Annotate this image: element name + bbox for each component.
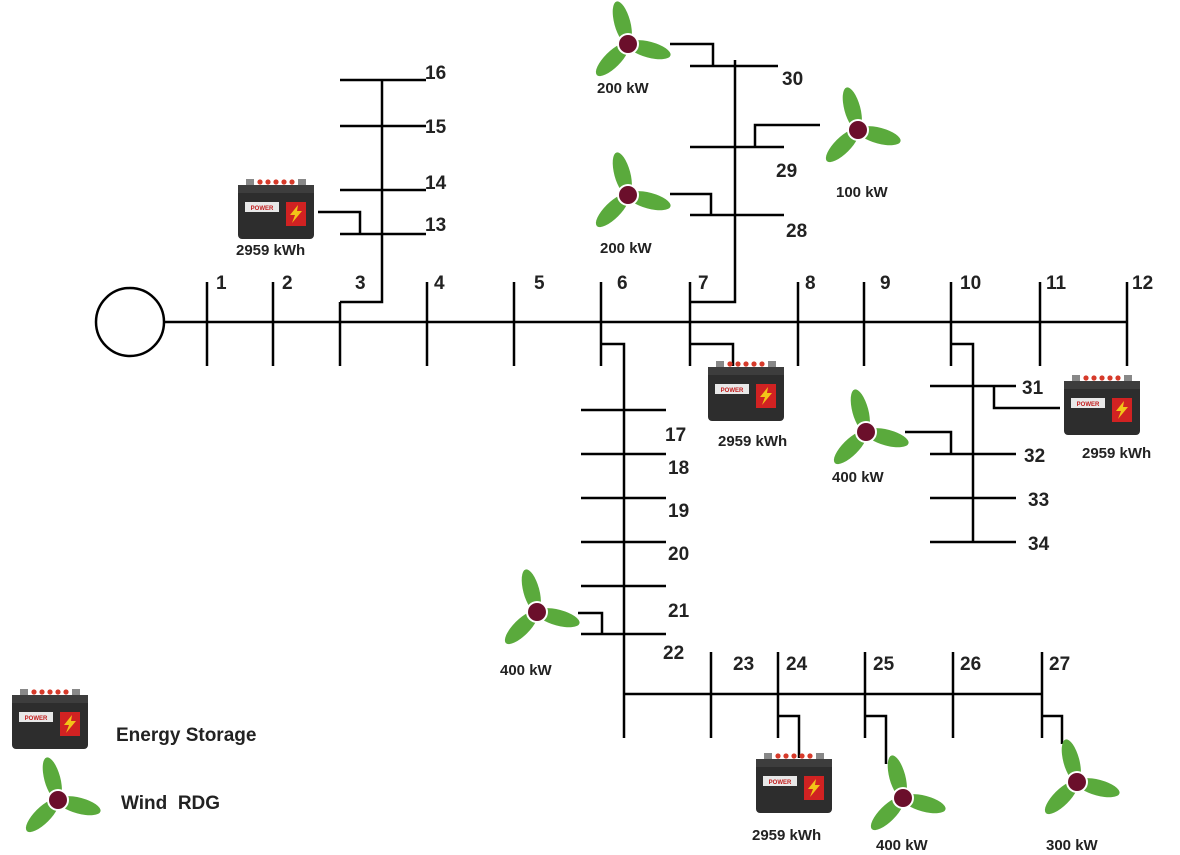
bus-label-19: 19	[668, 501, 689, 522]
wind-turbine-icon	[821, 85, 903, 167]
bus-label-16: 16	[425, 63, 446, 84]
bus-label-8: 8	[805, 273, 816, 294]
battery-icon: POWER	[1064, 375, 1140, 435]
wind-25-link	[865, 714, 888, 764]
wind-label-bus22: 400 kW	[500, 662, 553, 679]
bus-label-9: 9	[880, 273, 891, 294]
storage-label-bus31: 2959 kWh	[1082, 445, 1151, 462]
wind-27-link	[1042, 714, 1064, 744]
bus-label-14: 14	[425, 173, 447, 194]
battery-badge-text: POWER	[25, 716, 48, 722]
bus-label-28: 28	[786, 221, 807, 242]
bus-label-25: 25	[873, 654, 895, 675]
bus-label-30: 30	[782, 69, 803, 90]
wind-label-bus29: 100 kW	[836, 184, 889, 201]
battery-badge-text: POWER	[721, 388, 744, 394]
legend-storage-label: Energy Storage	[116, 725, 256, 746]
bus-label-21: 21	[668, 601, 690, 622]
storage-units: POWER 2959 kWh POWER 2959 kWh POWER 2959…	[236, 179, 1151, 844]
lateral-3	[340, 80, 384, 304]
bus-label-20: 20	[668, 544, 689, 565]
bus-label-13: 13	[425, 215, 446, 236]
legend-wind-label: Wind RDG	[121, 793, 220, 814]
battery-badge-text: POWER	[251, 206, 274, 212]
wind-turbine-icon	[866, 753, 948, 835]
wind-turbine-icon	[591, 150, 673, 232]
legend: POWER Energy Storage Wind RDG	[12, 689, 256, 837]
wind-label-bus25: 400 kW	[876, 837, 929, 854]
bus-label-22: 22	[663, 643, 684, 664]
bus-label-15: 15	[425, 117, 447, 138]
bus-label-5: 5	[534, 273, 545, 294]
battery-icon: POWER	[238, 179, 314, 239]
wind-label-bus27: 300 kW	[1046, 837, 1099, 854]
wind-label-bus32: 400 kW	[832, 469, 885, 486]
bus-label-6: 6	[617, 273, 628, 294]
bus-label-24: 24	[786, 654, 808, 675]
storage-label-bus7: 2959 kWh	[718, 433, 787, 450]
storage-31-link	[992, 386, 1060, 410]
bus-label-10: 10	[960, 273, 981, 294]
lateral-6	[601, 342, 626, 738]
bus-label-11: 11	[1046, 273, 1067, 294]
wind-turbine-icon	[829, 387, 911, 469]
battery-badge-text: POWER	[1077, 402, 1100, 408]
bus-label-2: 2	[282, 273, 293, 294]
wind-label-bus30: 200 kW	[597, 80, 650, 97]
bus-label-23: 23	[733, 654, 754, 675]
bus-label-17: 17	[665, 425, 686, 446]
wind-turbine-icon	[591, 0, 673, 81]
storage-7-link	[690, 342, 735, 366]
network-lines	[94, 42, 1129, 764]
storage-label-bus24: 2959 kWh	[752, 827, 821, 844]
bus-label-7: 7	[698, 273, 709, 294]
bus-label-1: 1	[216, 273, 227, 294]
lateral-7	[690, 60, 737, 304]
wind-label-bus28: 200 kW	[600, 240, 653, 257]
bus-label-26: 26	[960, 654, 981, 675]
lateral-10	[951, 342, 975, 542]
bus-label-33: 33	[1028, 490, 1049, 511]
wind-22-link	[578, 611, 604, 634]
bus-label-32: 32	[1024, 446, 1045, 467]
bus-label-18: 18	[668, 458, 689, 479]
bus-labels: 1 2 3 4 5 6 7 8 9 10 11 12 13 14 15 16 1…	[216, 63, 1153, 675]
wind-30-link	[670, 42, 715, 66]
wind-29-link	[753, 123, 820, 147]
wind-turbine-icon	[500, 567, 582, 649]
battery-badge-text: POWER	[769, 780, 792, 786]
bus-label-34: 34	[1028, 534, 1050, 555]
bus-label-3: 3	[355, 273, 366, 294]
bus-label-31: 31	[1022, 378, 1044, 399]
wind-32-link	[905, 430, 953, 454]
wind-28-link	[670, 192, 713, 215]
legend-wind-icon	[21, 755, 103, 837]
bus-label-29: 29	[776, 161, 797, 182]
wind-turbine-icon	[1040, 737, 1122, 819]
source-generator	[94, 286, 166, 358]
storage-24-link	[778, 714, 801, 758]
bus-label-12: 12	[1132, 273, 1153, 294]
bus-label-4: 4	[434, 273, 445, 294]
battery-icon: POWER	[756, 753, 832, 813]
storage-13-link	[318, 210, 362, 234]
wind-units: 200 kW 100 kW 200 kW 400 kW 400 kW 400 k…	[500, 0, 1122, 854]
bus-label-27: 27	[1049, 654, 1070, 675]
storage-label-bus3: 2959 kWh	[236, 242, 305, 259]
battery-icon: POWER	[708, 361, 784, 421]
legend-battery-icon: POWER	[12, 689, 88, 749]
